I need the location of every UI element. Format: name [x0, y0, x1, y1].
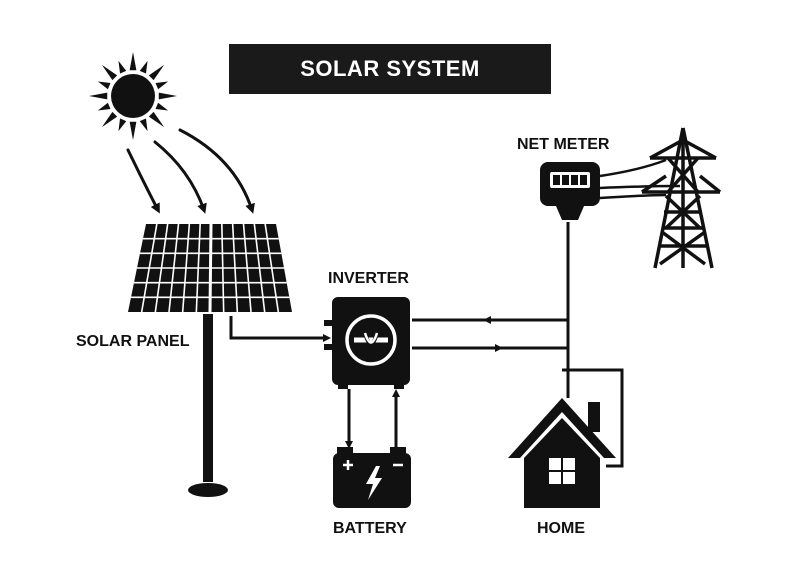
inverter-battery-wires: [345, 389, 400, 450]
battery-icon: [333, 447, 411, 508]
sun-ray: [118, 118, 127, 132]
net-meter-icon: [540, 162, 600, 220]
title-banner: SOLAR SYSTEM: [229, 44, 551, 94]
sun-ray: [139, 118, 148, 132]
sun-ray: [89, 92, 108, 100]
solar-panel-icon: [128, 223, 292, 497]
sunlight-arrows: [126, 128, 255, 214]
solar-panel-label: SOLAR PANEL: [76, 333, 190, 350]
net-meter-label: NET METER: [517, 136, 610, 153]
panel-to-inverter-wire: [229, 316, 331, 342]
inverter-icon: [324, 297, 410, 389]
sun-ray: [158, 92, 177, 100]
sun-ray: [97, 102, 111, 111]
sun-ray: [129, 121, 137, 140]
home-icon: [508, 398, 616, 508]
sun-ray: [148, 111, 165, 128]
sun-ray: [129, 52, 137, 71]
sun-ray: [155, 81, 169, 90]
battery-label: BATTERY: [333, 520, 407, 537]
transmission-tower-icon: [641, 127, 722, 269]
sun-ray: [148, 64, 165, 81]
sun-ray: [97, 81, 111, 90]
home-label: HOME: [537, 520, 585, 537]
inverter-grid-wires: [412, 222, 570, 372]
sun-ray: [155, 102, 169, 111]
sun-ray: [101, 111, 118, 128]
sun-ray: [118, 60, 127, 74]
inverter-label: INVERTER: [328, 270, 409, 287]
sun-ray: [139, 60, 148, 74]
diagram-title: SOLAR SYSTEM: [300, 56, 480, 81]
sun-ray: [101, 64, 118, 81]
sun-icon: [89, 52, 177, 140]
grid-to-home-wires: [562, 368, 624, 468]
